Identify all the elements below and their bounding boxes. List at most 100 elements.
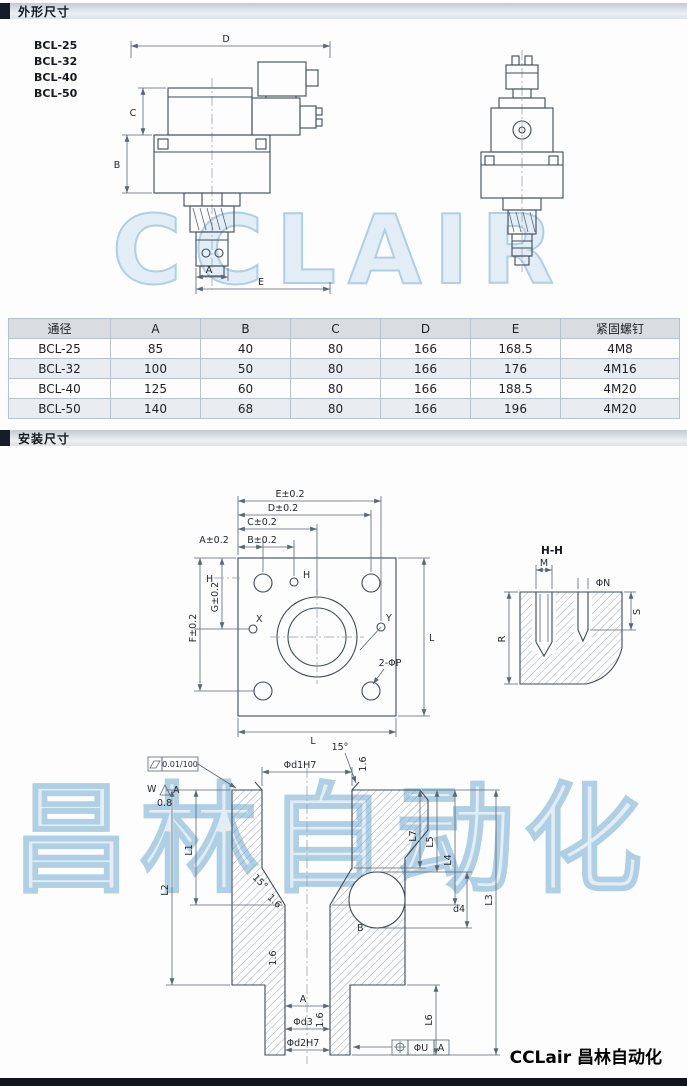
dim-label-c02: C±0.2 (247, 517, 277, 528)
col-header-screw: 紧固螺钉 (560, 318, 680, 339)
dim-label-d1h7: Φd1H7 (284, 760, 317, 771)
tolerance-label-phi-u: ΦU (414, 1043, 428, 1054)
table-header-row: 通径 A B C D E 紧固螺钉 (8, 318, 680, 339)
cell-a: 85 (110, 338, 201, 359)
cavity-section-view: B (231, 768, 429, 1064)
cell-d: 166 (380, 338, 471, 359)
cell-e: 176 (470, 358, 561, 379)
roughness-08: 0.8 (157, 798, 172, 809)
hh-title: H-H (541, 545, 563, 557)
col-header-a: A (110, 318, 201, 339)
datum-flag-label: A (173, 785, 180, 796)
dim-label-a-bottom: A (300, 994, 307, 1005)
header-accent-block (0, 430, 10, 446)
dim-label-l-bottom: L (310, 736, 316, 747)
cell-b: 40 (200, 338, 291, 359)
mounting-plate-dimensions: E±0.2 D±0.2 C±0.2 A±0.2 B±0.2 G±0.2 F±0.… (188, 489, 435, 747)
dim-label-r: R (497, 635, 508, 642)
dim-label-l4: L4 (443, 854, 454, 865)
cell-a: 140 (110, 398, 201, 419)
outline-section-title: 外形尺寸 (18, 4, 71, 19)
model-item: BCL-50 (34, 87, 78, 100)
dim-label-f02: F±0.2 (188, 614, 199, 643)
valve-side-view (480, 50, 564, 272)
table-row: BCL-25 85 40 80 166 168.5 4M8 (8, 338, 680, 359)
dim-label-l1: L1 (184, 844, 195, 855)
dim-label-m: M (540, 558, 548, 569)
installation-drawings: H X Y E±0.2 D±0.2 C±0.2 A±0.2 B±0.2 (147, 489, 643, 1064)
dim-label-D: D (222, 34, 229, 45)
col-header-bore: 通径 (8, 318, 111, 339)
cell-model: BCL-25 (8, 338, 111, 359)
dim-label-d2h7: Φd2H7 (287, 1038, 320, 1049)
cavity-dimensions: 0.01/100 W A 0.8 Φd1H7 15° 1.6 L1 L2 15°… (147, 742, 500, 1056)
dimension-table: 通径 A B C D E 紧固螺钉 BCL-25 85 40 80 166 16… (8, 318, 680, 419)
dim-label-E: E (258, 277, 264, 288)
watermark-changlin: 昌林自动化 (11, 770, 653, 910)
flatness-value: 0.01/100 (162, 760, 198, 769)
model-item: BCL-32 (34, 55, 78, 68)
cell-e: 168.5 (470, 338, 561, 359)
surface-label-w: W (147, 784, 157, 795)
valve-front-view (153, 61, 323, 290)
cell-e: 188.5 (470, 378, 561, 399)
brand-footer: CCLair 昌林自动化 (509, 1048, 662, 1068)
hole-label-h: H (303, 570, 310, 581)
dim-label-b02: B±0.2 (247, 535, 277, 546)
dim-label-g02: G±0.2 (210, 582, 221, 612)
dim-label-s: S (632, 609, 643, 615)
dim-label-l6: L6 (424, 1014, 435, 1025)
cell-model: BCL-32 (8, 358, 111, 379)
cell-model: BCL-40 (8, 378, 111, 399)
front-view-dimensions: D C B A E (114, 34, 331, 294)
cell-screw: 4M16 (560, 358, 680, 379)
hole-label-y: Y (385, 613, 392, 624)
dim-label-l5: L5 (425, 836, 436, 847)
cell-b: 50 (200, 358, 291, 379)
dim-label-A: A (206, 265, 213, 276)
model-item: BCL-40 (34, 71, 78, 84)
dim-label-l3: L3 (484, 894, 495, 905)
cell-d: 166 (380, 398, 471, 419)
dim-label-d4: d4 (453, 904, 465, 915)
dim-label-C: C (130, 108, 137, 119)
cell-b: 60 (200, 378, 291, 399)
roughness-16-d3: 1.6 (315, 1012, 326, 1027)
col-header-c: C (290, 318, 381, 339)
cell-b: 68 (200, 398, 291, 419)
table-row: BCL-32 100 50 80 166 176 4M16 (8, 358, 680, 379)
hh-section-view: H-H M ΦN R S (497, 545, 643, 685)
cell-d: 166 (380, 378, 471, 399)
section-mark-h: H (206, 574, 213, 585)
cell-screw: 4M20 (560, 398, 680, 419)
dim-label-a02: A±0.2 (199, 535, 229, 546)
dim-label-l-right: L (429, 633, 435, 644)
col-header-d: D (380, 318, 471, 339)
header-accent-block (0, 3, 10, 19)
dim-label-d3: Φd3 (293, 1017, 313, 1028)
cell-model: BCL-50 (8, 398, 111, 419)
cell-c: 80 (290, 358, 381, 379)
section-header-install: 安装尺寸 (0, 430, 687, 446)
cell-e: 196 (470, 398, 561, 419)
roughness-16-top: 1.6 (358, 756, 369, 771)
cell-d: 166 (380, 358, 471, 379)
port-label-b: B (357, 923, 364, 934)
model-item: BCL-25 (34, 39, 78, 52)
roughness-16-low: 1.6 (268, 950, 279, 965)
datum-label-a: A (438, 1043, 445, 1054)
cell-screw: 4M20 (560, 378, 680, 399)
col-header-e: E (470, 318, 561, 339)
cell-a: 100 (110, 358, 201, 379)
install-section-title: 安装尺寸 (18, 431, 71, 446)
angle-label-top: 15° (332, 742, 349, 753)
dim-label-e02: E±0.2 (275, 489, 304, 500)
position-symbol (394, 1041, 406, 1053)
dim-label-l7: L7 (408, 830, 419, 841)
cell-a: 125 (110, 378, 201, 399)
dim-label-B: B (114, 160, 121, 171)
bottom-rule-bar (0, 1078, 687, 1086)
watermark-cclair: CCLAIR (111, 195, 566, 307)
outline-drawings: D C B A E (114, 34, 564, 294)
cell-c: 80 (290, 338, 381, 359)
